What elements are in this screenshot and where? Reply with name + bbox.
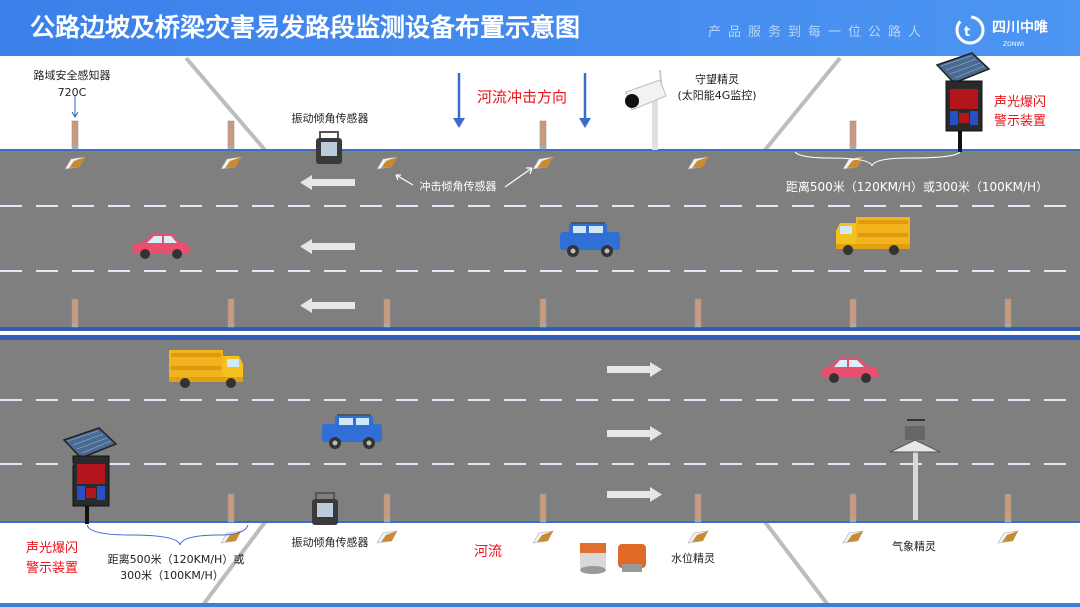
vibration-sensor-label-bottom: 振动倾角传感器 [292, 535, 369, 549]
slogan: 产品服务到每一位公路人 [708, 24, 928, 40]
impact-direction-label: 河流冲击方向 [477, 88, 567, 106]
distance-top-label: 距离500米（120KM/H）或300米（100KM/H） [786, 179, 1048, 194]
distance-bracket-top [794, 151, 961, 167]
camera-name-label: 守望精灵 [695, 72, 739, 86]
weather-station-icon [889, 419, 941, 520]
water-level-label: 水位精灵 [671, 551, 715, 565]
road-sensor-label: 路域安全感知器 [34, 68, 111, 82]
vibration-sensor-icon [315, 131, 343, 165]
road-edge-top [0, 149, 1080, 151]
page-title: 公路边坡及桥梁灾害易发路段监测设备布置示意图 [30, 13, 580, 42]
logo-name: 四川中唯 [992, 19, 1048, 36]
pointer-arrow-icon [71, 95, 79, 118]
callout-arrows [395, 167, 533, 188]
solar-camera-icon [625, 69, 667, 150]
river-impact-arrows [453, 73, 591, 128]
distance-bottom-label-1: 距离500米（120KM/H）或 [108, 552, 245, 566]
distance-bottom-label-2: 300米（100KM/H） [120, 569, 224, 582]
alarm-top-label-2: 警示装置 [994, 113, 1046, 129]
logo-sub: ZONWI [1003, 41, 1024, 48]
company-logo: t 四川中唯 ZONWI [955, 15, 1048, 48]
header-band [0, 0, 1080, 56]
lane-markings [0, 205, 1080, 465]
camera-desc-label: (太阳能4G监控) [677, 88, 756, 102]
water-level-sensor-icon [580, 543, 646, 574]
river-label: 河流 [474, 544, 502, 560]
river-edge [0, 603, 1080, 607]
bridge-edges [184, 56, 842, 607]
distance-bracket-bottom [86, 524, 249, 546]
vibration-sensor-label-top: 振动倾角传感器 [292, 111, 369, 125]
alarm-top-label-1: 声光爆闪 [994, 95, 1046, 110]
road-sensor-model: 720C [58, 86, 87, 99]
impact-sensor-label: 冲击倾角传感器 [420, 179, 497, 193]
weather-label: 气象精灵 [892, 539, 936, 553]
alarm-bottom-label-1: 声光爆闪 [26, 541, 78, 556]
alarm-device-bottom-icon [63, 427, 117, 524]
alarm-bottom-label-2: 警示装置 [26, 560, 78, 576]
alarm-device-top-icon [936, 52, 990, 152]
svg-text:t: t [964, 25, 970, 40]
